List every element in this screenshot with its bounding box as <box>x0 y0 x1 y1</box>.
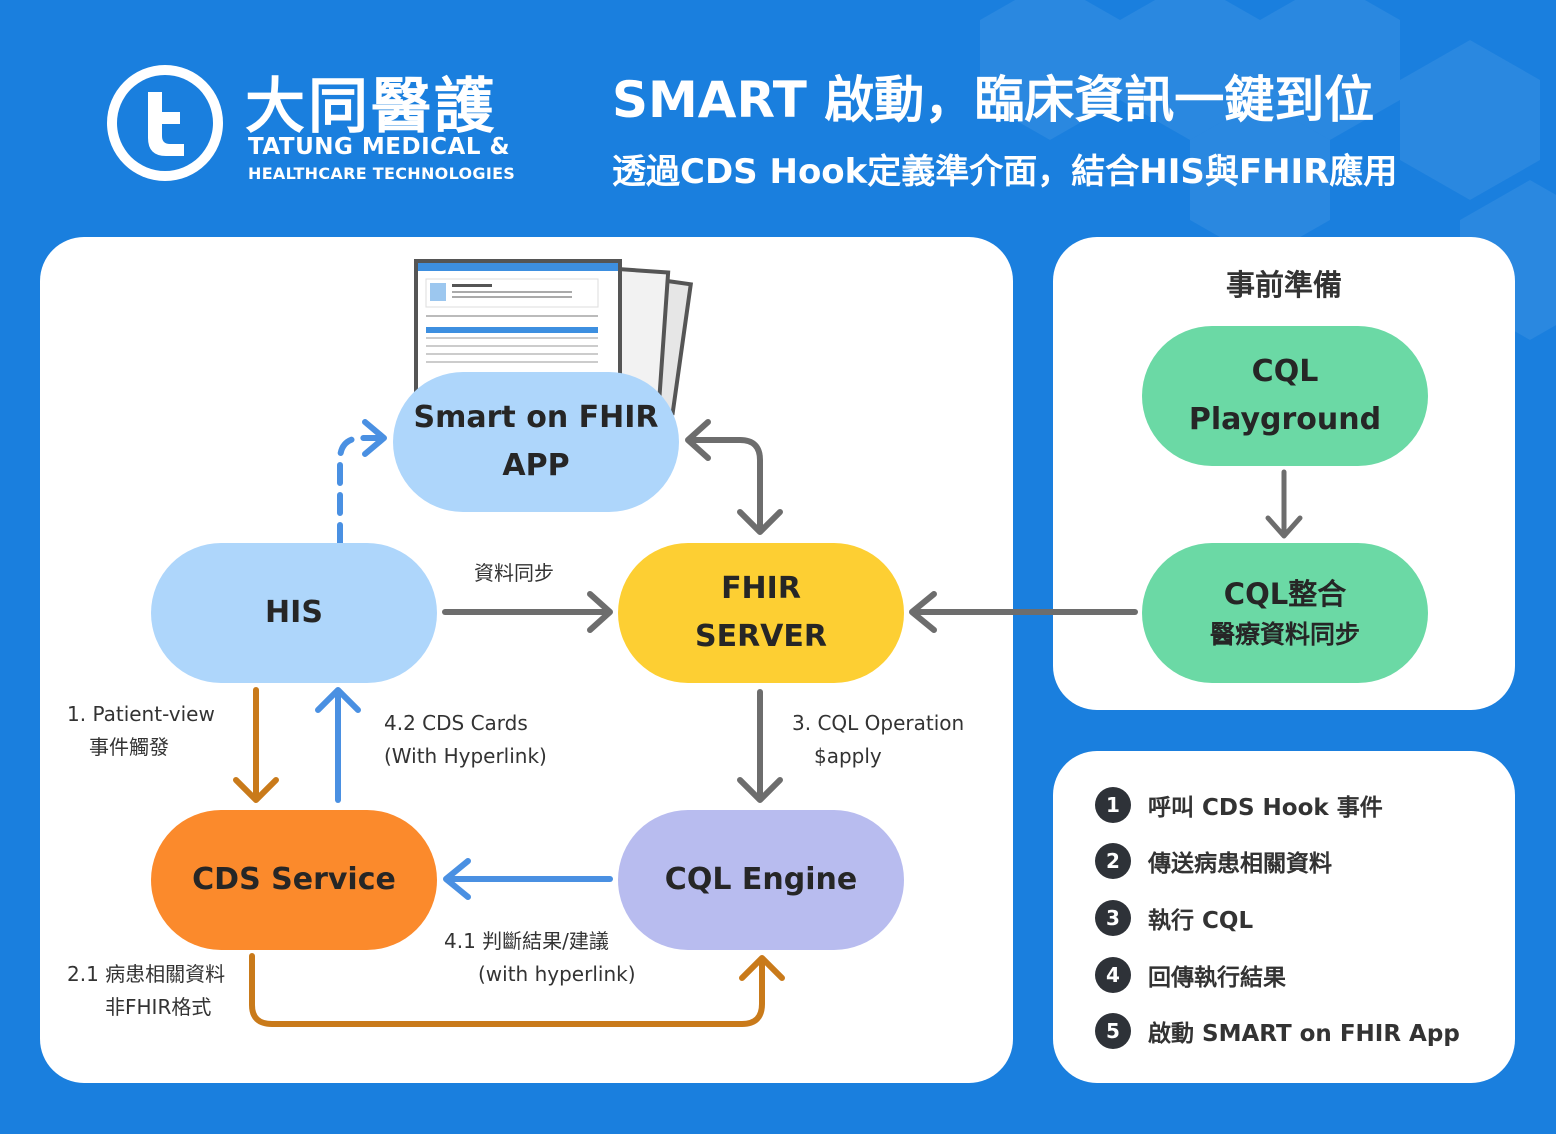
step-text: 啟動 SMART on FHIR App <box>1148 1021 1460 1047</box>
cql-integration-line1: CQL整合 <box>1223 576 1347 611</box>
step-number-badge: 5 <box>1095 1013 1131 1049</box>
step3-label: 3. CQL Operation $apply <box>792 711 965 768</box>
page-subtitle: 透過CDS Hook定義準介面，結合HIS與FHIR應用 <box>612 152 1398 192</box>
fhir-server-line1: FHIR <box>721 571 801 606</box>
patient-data-arrow <box>249 953 765 1027</box>
his-to-smart-app-arrow <box>337 435 383 546</box>
his-node: HIS <box>151 543 437 683</box>
step-number-badge: 2 <box>1095 843 1131 879</box>
page-title: SMART 啟動，臨床資訊一鍵到位 <box>612 71 1375 129</box>
step-item-2: 2 傳送病患相關資料 <box>1095 843 1332 879</box>
fhir-server-node: FHIR SERVER <box>618 543 904 683</box>
step21-label: 2.1 病患相關資料 非FHIR格式 <box>67 962 226 1019</box>
cql-playground-line2: Playground <box>1188 402 1382 437</box>
step-text: 傳送病患相關資料 <box>1148 851 1332 877</box>
step-item-1: 1 呼叫 CDS Hook 事件 <box>1095 787 1383 823</box>
step-text: 執行 CQL <box>1148 908 1254 934</box>
smart-app-line2: APP <box>502 448 570 483</box>
step-item-5: 5 啟動 SMART on FHIR App <box>1095 1013 1460 1049</box>
step-item-4: 4 回傳執行結果 <box>1095 957 1286 993</box>
brand-name-en-line2: HEALTHCARE TECHNOLOGIES <box>248 164 516 183</box>
cds-service-label: CDS Service <box>192 862 396 897</box>
smart-app-fhir-server-arrow <box>687 437 763 533</box>
cql-integration-node: CQL整合 醫療資料同步 <box>1142 543 1428 683</box>
smart-on-fhir-app-node: Smart on FHIR APP <box>393 372 679 512</box>
step-number-badge: 4 <box>1095 957 1131 993</box>
smart-app-line1: Smart on FHIR <box>413 400 659 435</box>
cql-integration-line2: 醫療資料同步 <box>1209 620 1360 649</box>
data-sync-label: 資料同步 <box>474 561 554 585</box>
step1-label: 1. Patient-view 事件觸發 <box>67 702 215 759</box>
fhir-server-line2: SERVER <box>694 619 827 654</box>
preparation-title: 事前準備 <box>1225 268 1342 302</box>
his-label: HIS <box>265 595 323 630</box>
cql-playground-line1: CQL <box>1251 354 1319 389</box>
brand-name-zh: 大同醫護 <box>245 72 497 142</box>
step-item-3: 3 執行 CQL <box>1095 900 1253 936</box>
step-number-badge: 1 <box>1095 787 1131 823</box>
step-text: 回傳執行結果 <box>1148 965 1286 991</box>
cds-service-node: CDS Service <box>151 810 437 950</box>
cql-playground-node: CQL Playground <box>1142 326 1428 466</box>
tatung-logo-icon <box>107 65 223 181</box>
cql-engine-node: CQL Engine <box>618 810 904 950</box>
step42-label: 4.2 CDS Cards (With Hyperlink) <box>384 711 547 768</box>
step-number-badge: 3 <box>1095 900 1131 936</box>
cql-engine-label: CQL Engine <box>664 862 858 897</box>
step41-label: 4.1 判斷結果/建議 (with hyperlink) <box>444 929 636 986</box>
step-text: 呼叫 CDS Hook 事件 <box>1148 795 1383 821</box>
brand-name-en-line1: TATUNG MEDICAL & <box>248 134 511 160</box>
